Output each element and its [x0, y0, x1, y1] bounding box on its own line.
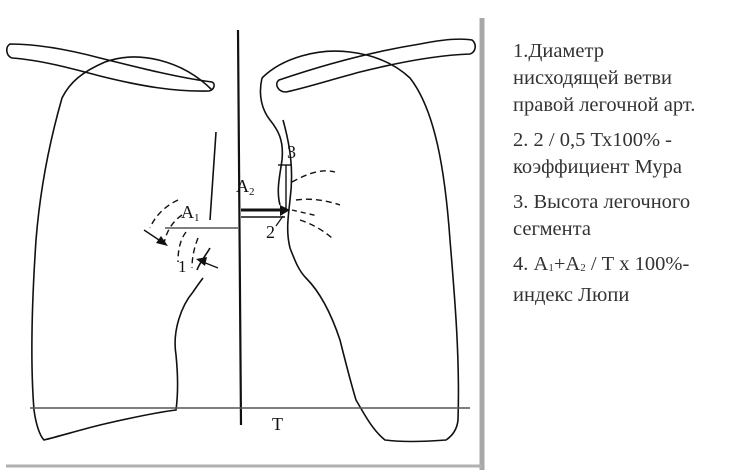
legend-item-3: 3. Высота легочного сегмента [513, 189, 745, 243]
right-vessel-dashed-mid [296, 199, 340, 205]
legend-item-3-line-2: сегмента [513, 216, 745, 243]
label-a2: A2 [236, 176, 255, 198]
left-vessel-dashed-upper [150, 200, 178, 228]
label-num-2: 2 [266, 222, 275, 242]
left-clavicle [7, 44, 214, 91]
legend-item-2-line-2: коэффициент Мура [513, 154, 745, 181]
legend-item-4-line-2: индекс Люпи [513, 282, 745, 309]
arrow-1-left-head [156, 236, 168, 246]
legend-item-4-post: / Т х 100%- [586, 253, 690, 275]
legend-item-1-line-2: нисходящей ветви [513, 65, 745, 92]
left-heart-border [210, 132, 216, 220]
label-num-3: 3 [287, 142, 296, 162]
legend-item-1: 1.Диаметр нисходящей ветви правой легочн… [513, 38, 745, 119]
legend-item-4-mid: +А [554, 253, 580, 275]
label-num-1: 1 [178, 257, 187, 276]
arrow-1-right-head [196, 257, 207, 266]
right-vessel-dashed-short [292, 210, 318, 216]
legend-item-2: 2. 2 / 0,5 Тх100% - коэффициент Мура [513, 127, 745, 181]
legend-item-4-line-1: 4. А1+А2 / Т х 100%- [513, 251, 745, 282]
left-vessel-dashed-inner [192, 238, 198, 268]
right-vessel-dashed-lower [300, 220, 332, 238]
left-lung-outline [32, 57, 212, 440]
legend: 1.Диаметр нисходящей ветви правой легочн… [513, 38, 745, 317]
right-hilum-inner [260, 78, 282, 205]
right-vessel-dashed-upper [292, 171, 335, 182]
label-t: T [272, 414, 283, 434]
legend-item-3-line-1: 3. Высота легочного [513, 189, 745, 216]
label-a1: A1 [181, 202, 200, 224]
legend-item-1-line-1: 1.Диаметр [513, 38, 745, 65]
right-clavicle [277, 39, 475, 92]
legend-item-4-pre: 4. А [513, 253, 548, 275]
legend-item-2-line-1: 2. 2 / 0,5 Тх100% - [513, 127, 745, 154]
right-lung-outline [262, 51, 458, 441]
legend-item-1-line-3: правой легочной арт. [513, 92, 745, 119]
midline [238, 30, 241, 425]
left-vessel-dashed-mid [164, 215, 182, 244]
legend-item-4: 4. А1+А2 / Т х 100%- индекс Люпи [513, 251, 745, 309]
